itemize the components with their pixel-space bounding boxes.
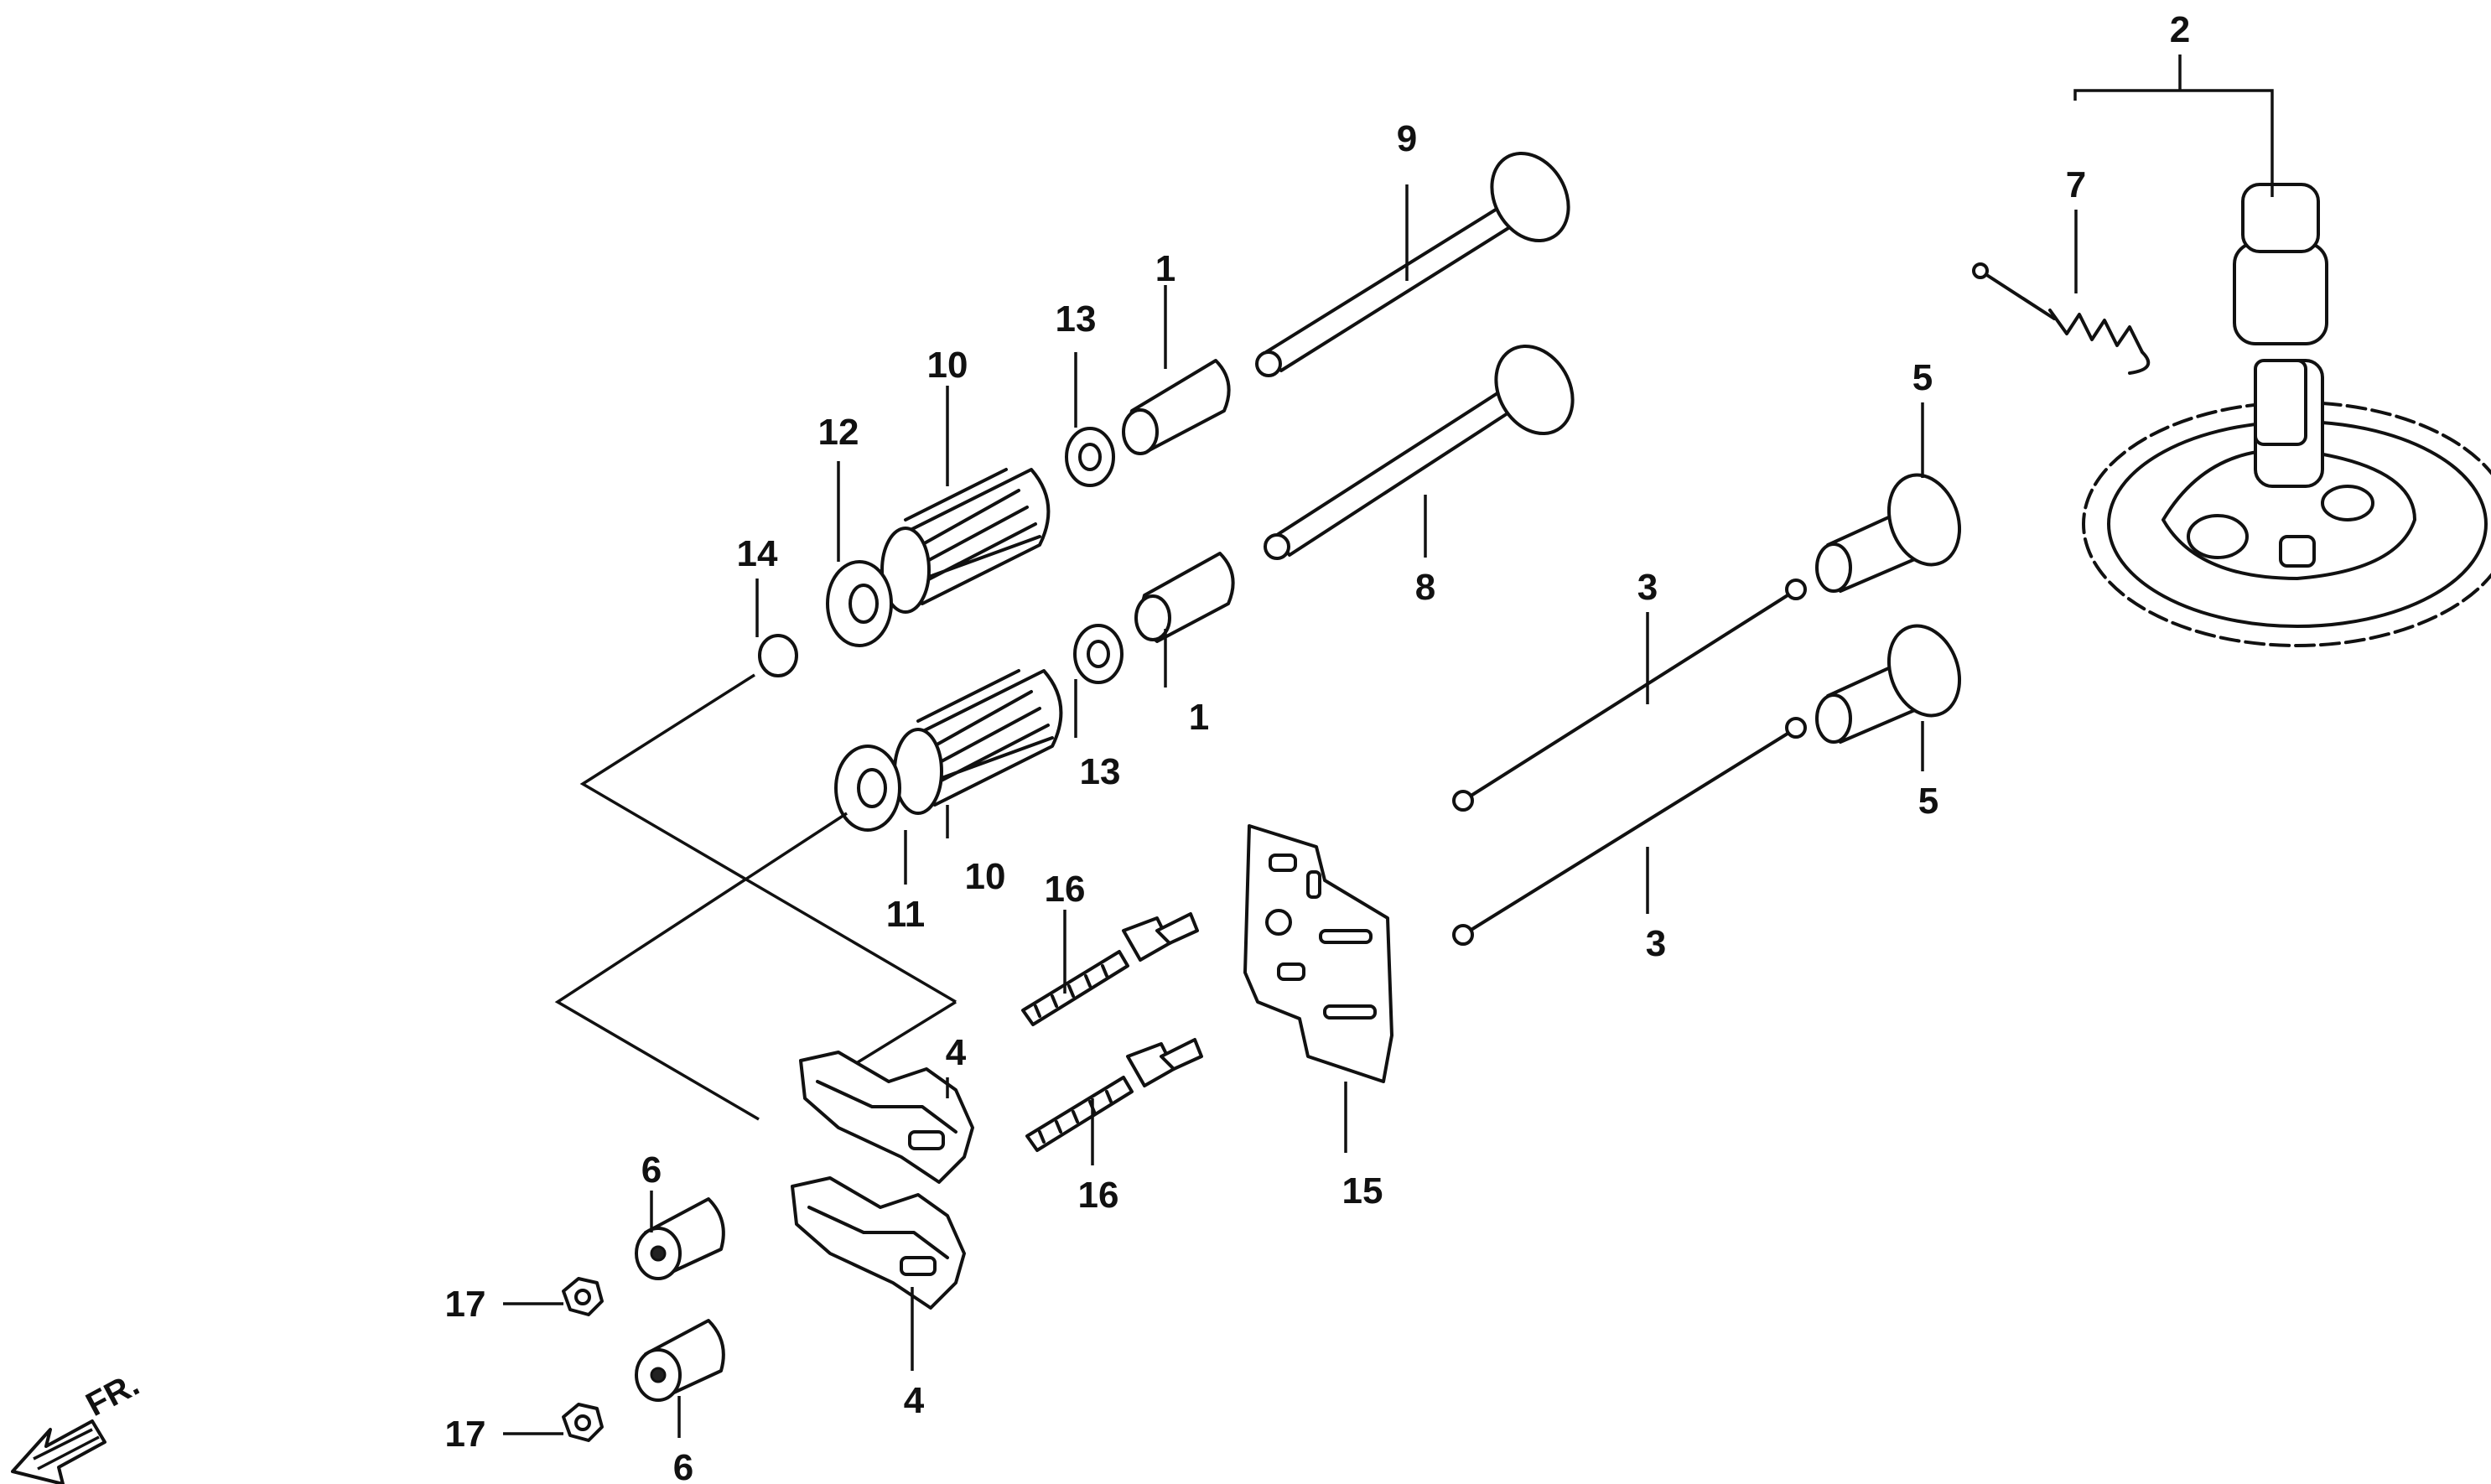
callout-4-top: 4 xyxy=(946,1032,967,1073)
callout-13-top: 13 xyxy=(1056,298,1097,340)
rocker-stud-upper xyxy=(1021,912,1199,1026)
callout-16-bottom: 16 xyxy=(1078,1175,1119,1216)
callout-4-bottom: 4 xyxy=(904,1380,925,1421)
push-rod-lower xyxy=(1452,717,1807,946)
push-rod-upper xyxy=(1452,579,1807,812)
callout-16-top: 16 xyxy=(1045,869,1086,910)
valve-cap xyxy=(758,634,798,677)
callout-11: 11 xyxy=(886,894,926,935)
callout-9: 9 xyxy=(1397,118,1417,159)
rocker-pivot-upper xyxy=(635,1197,725,1280)
callout-6-bottom: 6 xyxy=(673,1447,693,1484)
tappet-upper xyxy=(1815,473,1962,593)
callout-13-bottom: 13 xyxy=(1080,751,1121,792)
spring-retainer-11 xyxy=(834,745,901,832)
assembly-guide-lines xyxy=(554,673,957,1121)
rocker-arm-lower xyxy=(791,1176,966,1310)
callout-3-bottom: 3 xyxy=(1646,923,1666,964)
callout-12: 12 xyxy=(818,412,859,453)
callout-14: 14 xyxy=(737,533,778,574)
valve-lower xyxy=(1264,344,1575,560)
callout-10-bottom: 10 xyxy=(965,856,1006,897)
valve-spring-lower xyxy=(893,669,1063,815)
lock-nut-lower xyxy=(562,1403,604,1442)
tappet-lower xyxy=(1815,624,1962,744)
stem-seal-lower xyxy=(1073,624,1124,684)
front-arrow-icon xyxy=(11,1419,106,1484)
callout-17-top: 17 xyxy=(445,1284,486,1325)
callout-5-top: 5 xyxy=(1912,357,1933,398)
callout-10-top: 10 xyxy=(927,345,968,386)
callout-17-bottom: 17 xyxy=(445,1414,486,1455)
callout-5-bottom: 5 xyxy=(1918,781,1938,822)
guide-plate xyxy=(1243,824,1393,1083)
cam-spring xyxy=(1972,262,2151,375)
callout-2: 2 xyxy=(2170,9,2190,50)
callout-8: 8 xyxy=(1415,567,1435,608)
lock-nut-upper xyxy=(562,1277,604,1316)
rocker-arm-upper xyxy=(799,1051,974,1184)
front-label: FR. xyxy=(80,1366,146,1424)
valve-spring-upper xyxy=(880,468,1051,614)
callout-1-top: 1 xyxy=(1155,248,1175,289)
rocker-stud-lower xyxy=(1025,1038,1203,1152)
spring-retainer-12 xyxy=(826,560,893,647)
callout-labels: 9 1 13 10 12 14 8 1 13 10 11 3 3 5 5 2 7… xyxy=(445,9,2191,1484)
stem-seal-upper xyxy=(1065,427,1115,487)
front-direction-indicator: FR. xyxy=(11,1366,146,1484)
callout-6-top: 6 xyxy=(641,1149,662,1191)
leader-lines xyxy=(503,54,2274,1438)
valve-guide-upper xyxy=(1122,359,1231,455)
callout-15: 15 xyxy=(1342,1170,1383,1212)
rocker-pivot-lower xyxy=(635,1319,725,1402)
valve-upper xyxy=(1255,151,1570,377)
valve-guide-lower xyxy=(1134,552,1235,643)
callout-1-bottom: 1 xyxy=(1189,697,1209,738)
callout-7: 7 xyxy=(2066,164,2086,205)
callout-3-top: 3 xyxy=(1637,567,1658,608)
camshaft-gear-assembly xyxy=(2082,183,2491,647)
